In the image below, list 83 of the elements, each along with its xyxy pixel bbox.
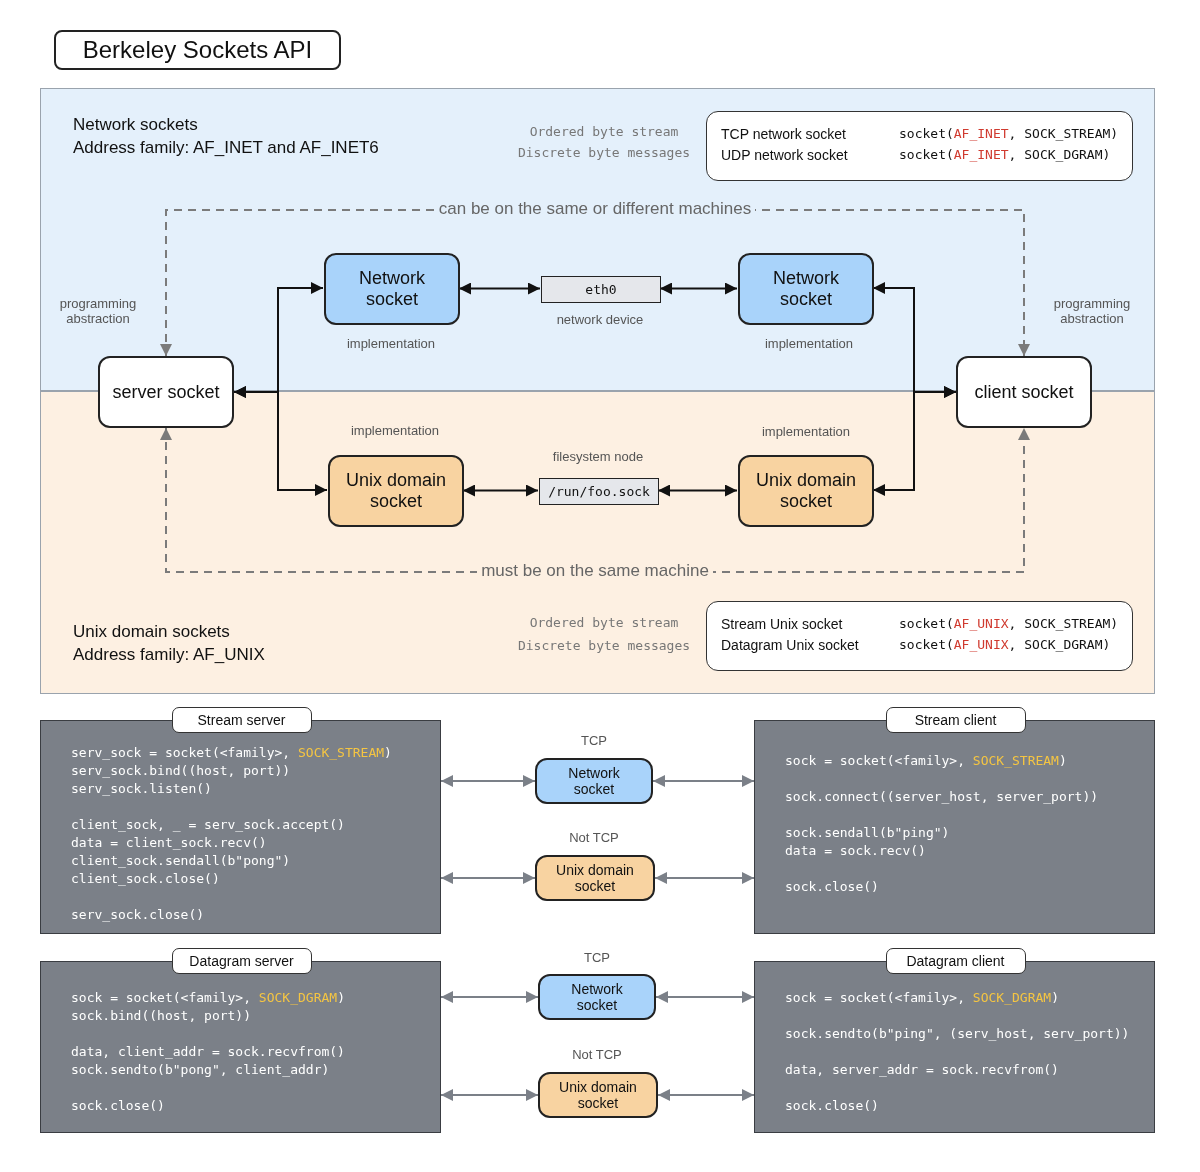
arrow: [440, 872, 536, 884]
code-line: data, server_addr = sock.recvfrom(): [785, 1062, 1059, 1077]
socket-box: Network socket: [324, 253, 460, 325]
caption-text: implementation: [763, 336, 855, 351]
caption-text: implementation: [349, 423, 441, 438]
caption-text: network device: [555, 312, 645, 327]
socket-table-card: [706, 601, 1133, 671]
socket-call-code: socket(AF_INET, SOCK_STREAM): [899, 126, 1119, 141]
socket-box: Unix domain socket: [535, 855, 655, 901]
device-box: /run/foo.sock: [539, 478, 659, 505]
arrow: [233, 386, 328, 496]
caption-text: Discrete byte messages: [516, 638, 692, 653]
socket-call-code: socket(AF_UNIX, SOCK_DGRAM): [899, 637, 1111, 652]
socket-type-text: Stream Unix socket: [721, 616, 843, 632]
caption-text: implementation: [345, 336, 437, 351]
caption-text: TCP: [583, 950, 611, 965]
arrow: [440, 991, 539, 1003]
socket-table-card: [706, 111, 1133, 181]
socket-box: Network socket: [738, 253, 874, 325]
code-line: serv_sock.listen(): [71, 781, 212, 796]
code-line: data, client_addr = sock.recvfrom(): [71, 1044, 345, 1059]
code-line: sock.close(): [785, 1098, 879, 1113]
panel-tab: Datagram server: [171, 948, 312, 974]
caption-text: implementation: [760, 424, 852, 439]
arrow: [652, 775, 755, 787]
band-subheading: Address family: AF_INET and AF_INET6: [73, 138, 379, 158]
arrow: [458, 282, 541, 295]
caption-text: TCP: [580, 733, 608, 748]
device-box: eth0: [541, 276, 661, 303]
socket-box: Network socket: [535, 758, 653, 804]
caption-text: Ordered byte stream: [528, 124, 680, 139]
code-line: sock.close(): [71, 1098, 165, 1113]
code-line: sock = socket(<family>, SOCK_DGRAM): [71, 990, 345, 1005]
socket-box: Unix domain socket: [328, 455, 464, 527]
code-line: sock.sendto(b"pong", client_addr): [71, 1062, 330, 1077]
code-line: client_sock.close(): [71, 871, 220, 886]
socket-type-text: TCP network socket: [721, 126, 846, 142]
arrow: [440, 775, 536, 787]
arrow: [440, 1089, 539, 1101]
arrow: [654, 872, 755, 884]
code-line: sock = socket(<family>, SOCK_DGRAM): [785, 990, 1059, 1005]
socket-box: Unix domain socket: [738, 455, 874, 527]
caption-text: programming abstraction: [1052, 296, 1132, 326]
arrow: [657, 1089, 755, 1101]
panel-tab: Stream client: [885, 707, 1026, 733]
code-line: serv_sock.bind((host, port)): [71, 763, 291, 778]
code-line: sock.bind((host, port)): [71, 1008, 251, 1023]
arrow: [655, 991, 755, 1003]
code-line: data = sock.recv(): [785, 843, 926, 858]
code-line: client_sock.sendall(b"pong"): [71, 853, 291, 868]
arrow: [872, 386, 957, 496]
title: Berkeley Sockets API: [54, 30, 341, 70]
socket-box: Unix domain socket: [538, 1072, 658, 1118]
socket-call-code: socket(AF_UNIX, SOCK_STREAM): [899, 616, 1119, 631]
socket-box: client socket: [956, 356, 1092, 428]
arrow: [657, 484, 738, 497]
panel-tab: Stream server: [171, 707, 312, 733]
socket-type-text: UDP network socket: [721, 147, 848, 163]
code-line: serv_sock.close(): [71, 907, 205, 922]
code-line: data = client_sock.recv(): [71, 835, 267, 850]
caption-text: filesystem node: [551, 449, 645, 464]
arrow: [462, 484, 539, 497]
caption-text: Discrete byte messages: [516, 145, 692, 160]
code-line: sock.close(): [785, 879, 879, 894]
socket-call-code: socket(AF_INET, SOCK_DGRAM): [899, 147, 1111, 162]
band-heading: Network sockets: [73, 115, 198, 135]
code-line: sock = socket(<family>, SOCK_STREAM): [785, 753, 1067, 768]
code-line: client_sock, _ = serv_sock.accept(): [71, 817, 345, 832]
code-line: sock.sendall(b"ping"): [785, 825, 950, 840]
socket-box: server socket: [98, 356, 234, 428]
socket-type-text: Datagram Unix socket: [721, 637, 859, 653]
caption-text: Not TCP: [568, 830, 620, 845]
arrow: [659, 282, 738, 295]
caption-text: programming abstraction: [58, 296, 138, 326]
code-line: sock.sendto(b"ping", (serv_host, serv_port)): [785, 1026, 1130, 1041]
socket-box: Network socket: [538, 974, 656, 1020]
code-line: sock.connect((server_host, server_port)): [785, 789, 1099, 804]
panel-tab: Datagram client: [885, 948, 1026, 974]
band-subheading: Address family: AF_UNIX: [73, 645, 265, 665]
caption-text: Not TCP: [571, 1047, 623, 1062]
caption-text: Ordered byte stream: [528, 615, 680, 630]
code-line: serv_sock = socket(<family>, SOCK_STREAM): [71, 745, 392, 760]
band-heading: Unix domain sockets: [73, 622, 230, 642]
